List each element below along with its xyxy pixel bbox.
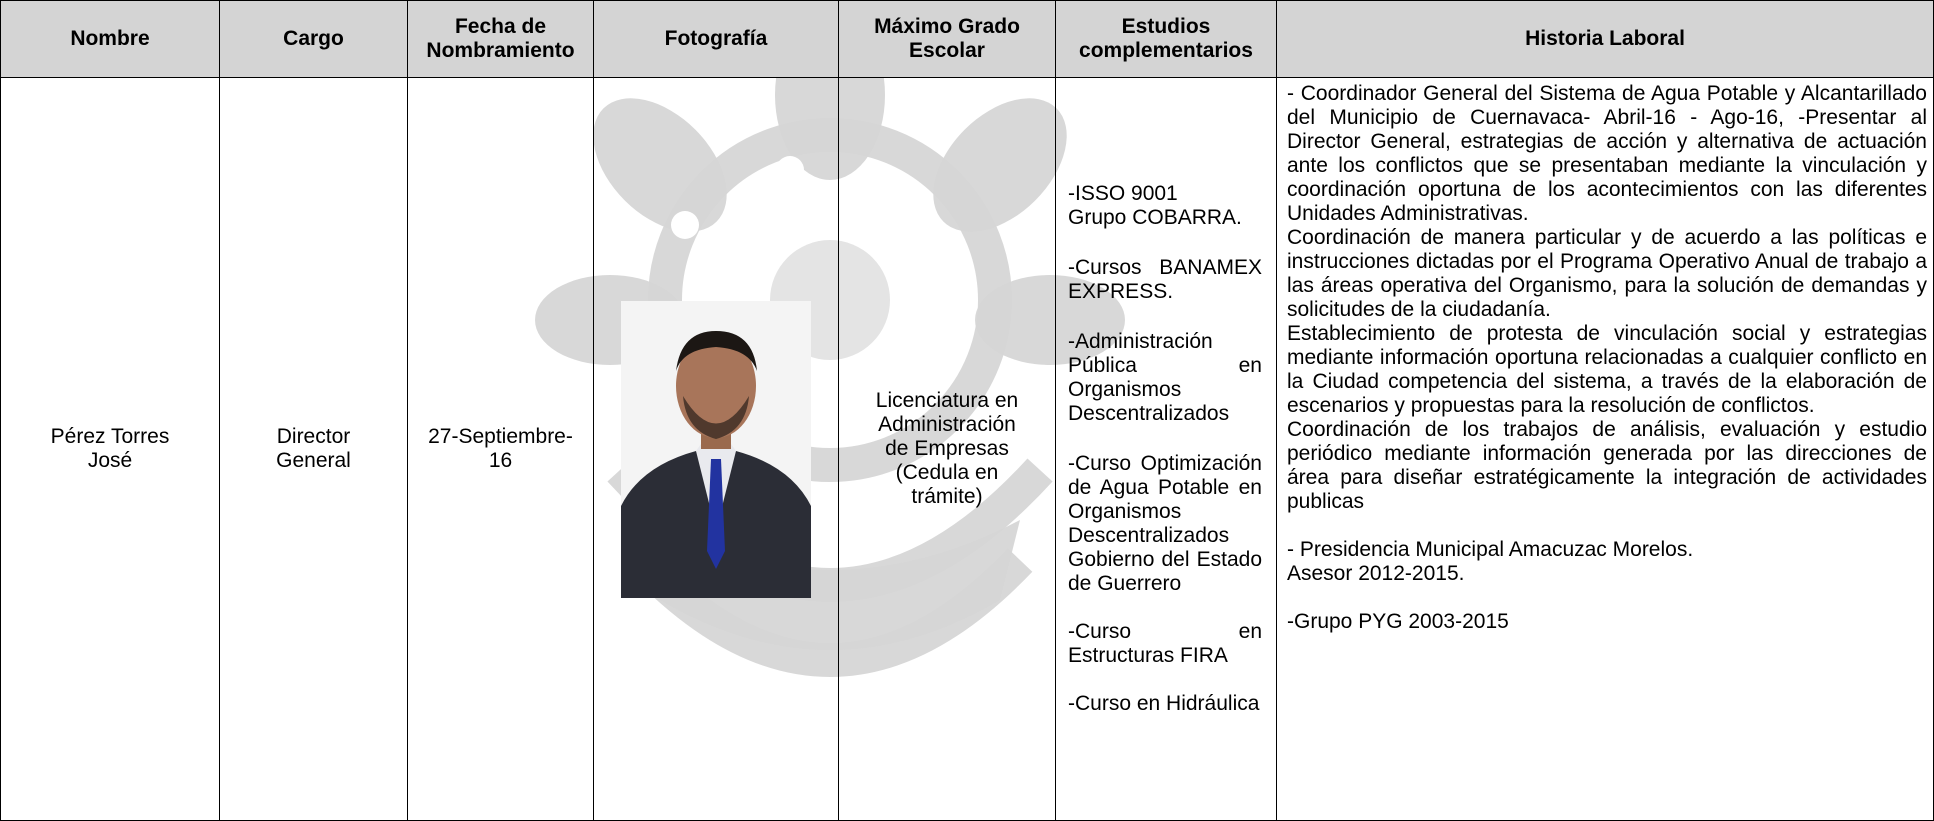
header-grado: Máximo Grado Escolar [838,0,1056,78]
list-item: -Cursos BANAMEX EXPRESS. [1068,256,1262,303]
header-fotografia: Fotografía [593,0,839,78]
cell-estudios: -ISSO 9001 Grupo COBARRA. -Cursos BANAME… [1055,77,1277,821]
header-cargo: Cargo [219,0,408,78]
list-item: -Administración Pública en Organismos De… [1068,330,1262,425]
history-paragraph: Coordinación de los trabajos de análisis… [1287,418,1927,513]
header-historia: Historia Laboral [1276,0,1934,78]
list-item: -Curso Optimización de Agua Potable en O… [1068,452,1262,595]
history-paragraph: Coordinación de manera particular y de a… [1287,226,1927,321]
header-row: Nombre Cargo Fecha de Nombramiento Fotog… [0,0,1934,78]
cell-fotografia [593,77,839,821]
cell-historia: - Coordinador General del Sistema de Agu… [1276,77,1934,821]
table-row: Pérez Torres José Director General 27-Se… [0,77,1934,821]
list-item: -ISSO 9001 Grupo COBARRA. [1068,182,1242,229]
cell-grado: Licenciatura en Administración de Empres… [838,77,1056,821]
header-estudios: Estudios complementarios [1055,0,1277,78]
spacer [1287,514,1927,538]
history-paragraph: -Grupo PYG 2003-2015 [1287,610,1509,633]
history-paragraph: Establecimiento de protesta de vinculaci… [1287,322,1927,417]
cell-cargo: Director General [219,77,408,821]
history-paragraph: - Presidencia Municipal Amacuzac Morelos… [1287,538,1694,585]
portrait-photo [621,300,811,598]
header-fecha: Fecha de Nombramiento [407,0,594,78]
list-item: -Curso en Estructuras FIRA [1068,620,1262,667]
spacer [1287,586,1927,610]
cell-nombre: Pérez Torres José [0,77,220,821]
header-nombre: Nombre [0,0,220,78]
history-paragraph: - Coordinador General del Sistema de Agu… [1287,82,1927,225]
list-item: -Curso en Hidráulica [1068,692,1260,715]
cell-fecha: 27-Septiembre- 16 [407,77,594,821]
